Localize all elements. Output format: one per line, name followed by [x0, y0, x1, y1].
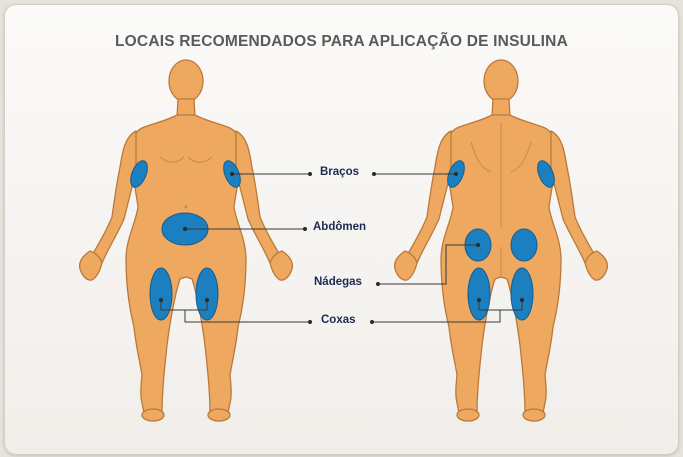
site-front-left-thigh: [149, 267, 173, 321]
leader-dots: [159, 172, 524, 324]
label-buttocks: Nádegas: [314, 276, 362, 288]
label-abdomen: Abdômen: [313, 221, 367, 233]
back-body-figure: [393, 59, 609, 422]
site-front-right-thigh: [195, 267, 219, 321]
label-thighs: Coxas: [321, 314, 356, 326]
site-back-right-arm: [537, 160, 555, 188]
front-body-figure: [78, 59, 294, 422]
label-arms: Braços: [320, 166, 359, 178]
site-right-buttock: [510, 228, 538, 262]
leader-buttocks: [378, 244, 478, 285]
leader-thighs-front: [160, 300, 310, 323]
site-front-left-arm: [130, 160, 148, 188]
diagram-title: LOCAIS RECOMENDADOS PARA APLICAÇÃO DE IN…: [115, 33, 568, 50]
site-back-left-thigh: [467, 267, 491, 321]
site-back-right-thigh: [510, 267, 534, 321]
leader-lines: [160, 173, 523, 323]
leader-thighs-back: [372, 300, 523, 323]
